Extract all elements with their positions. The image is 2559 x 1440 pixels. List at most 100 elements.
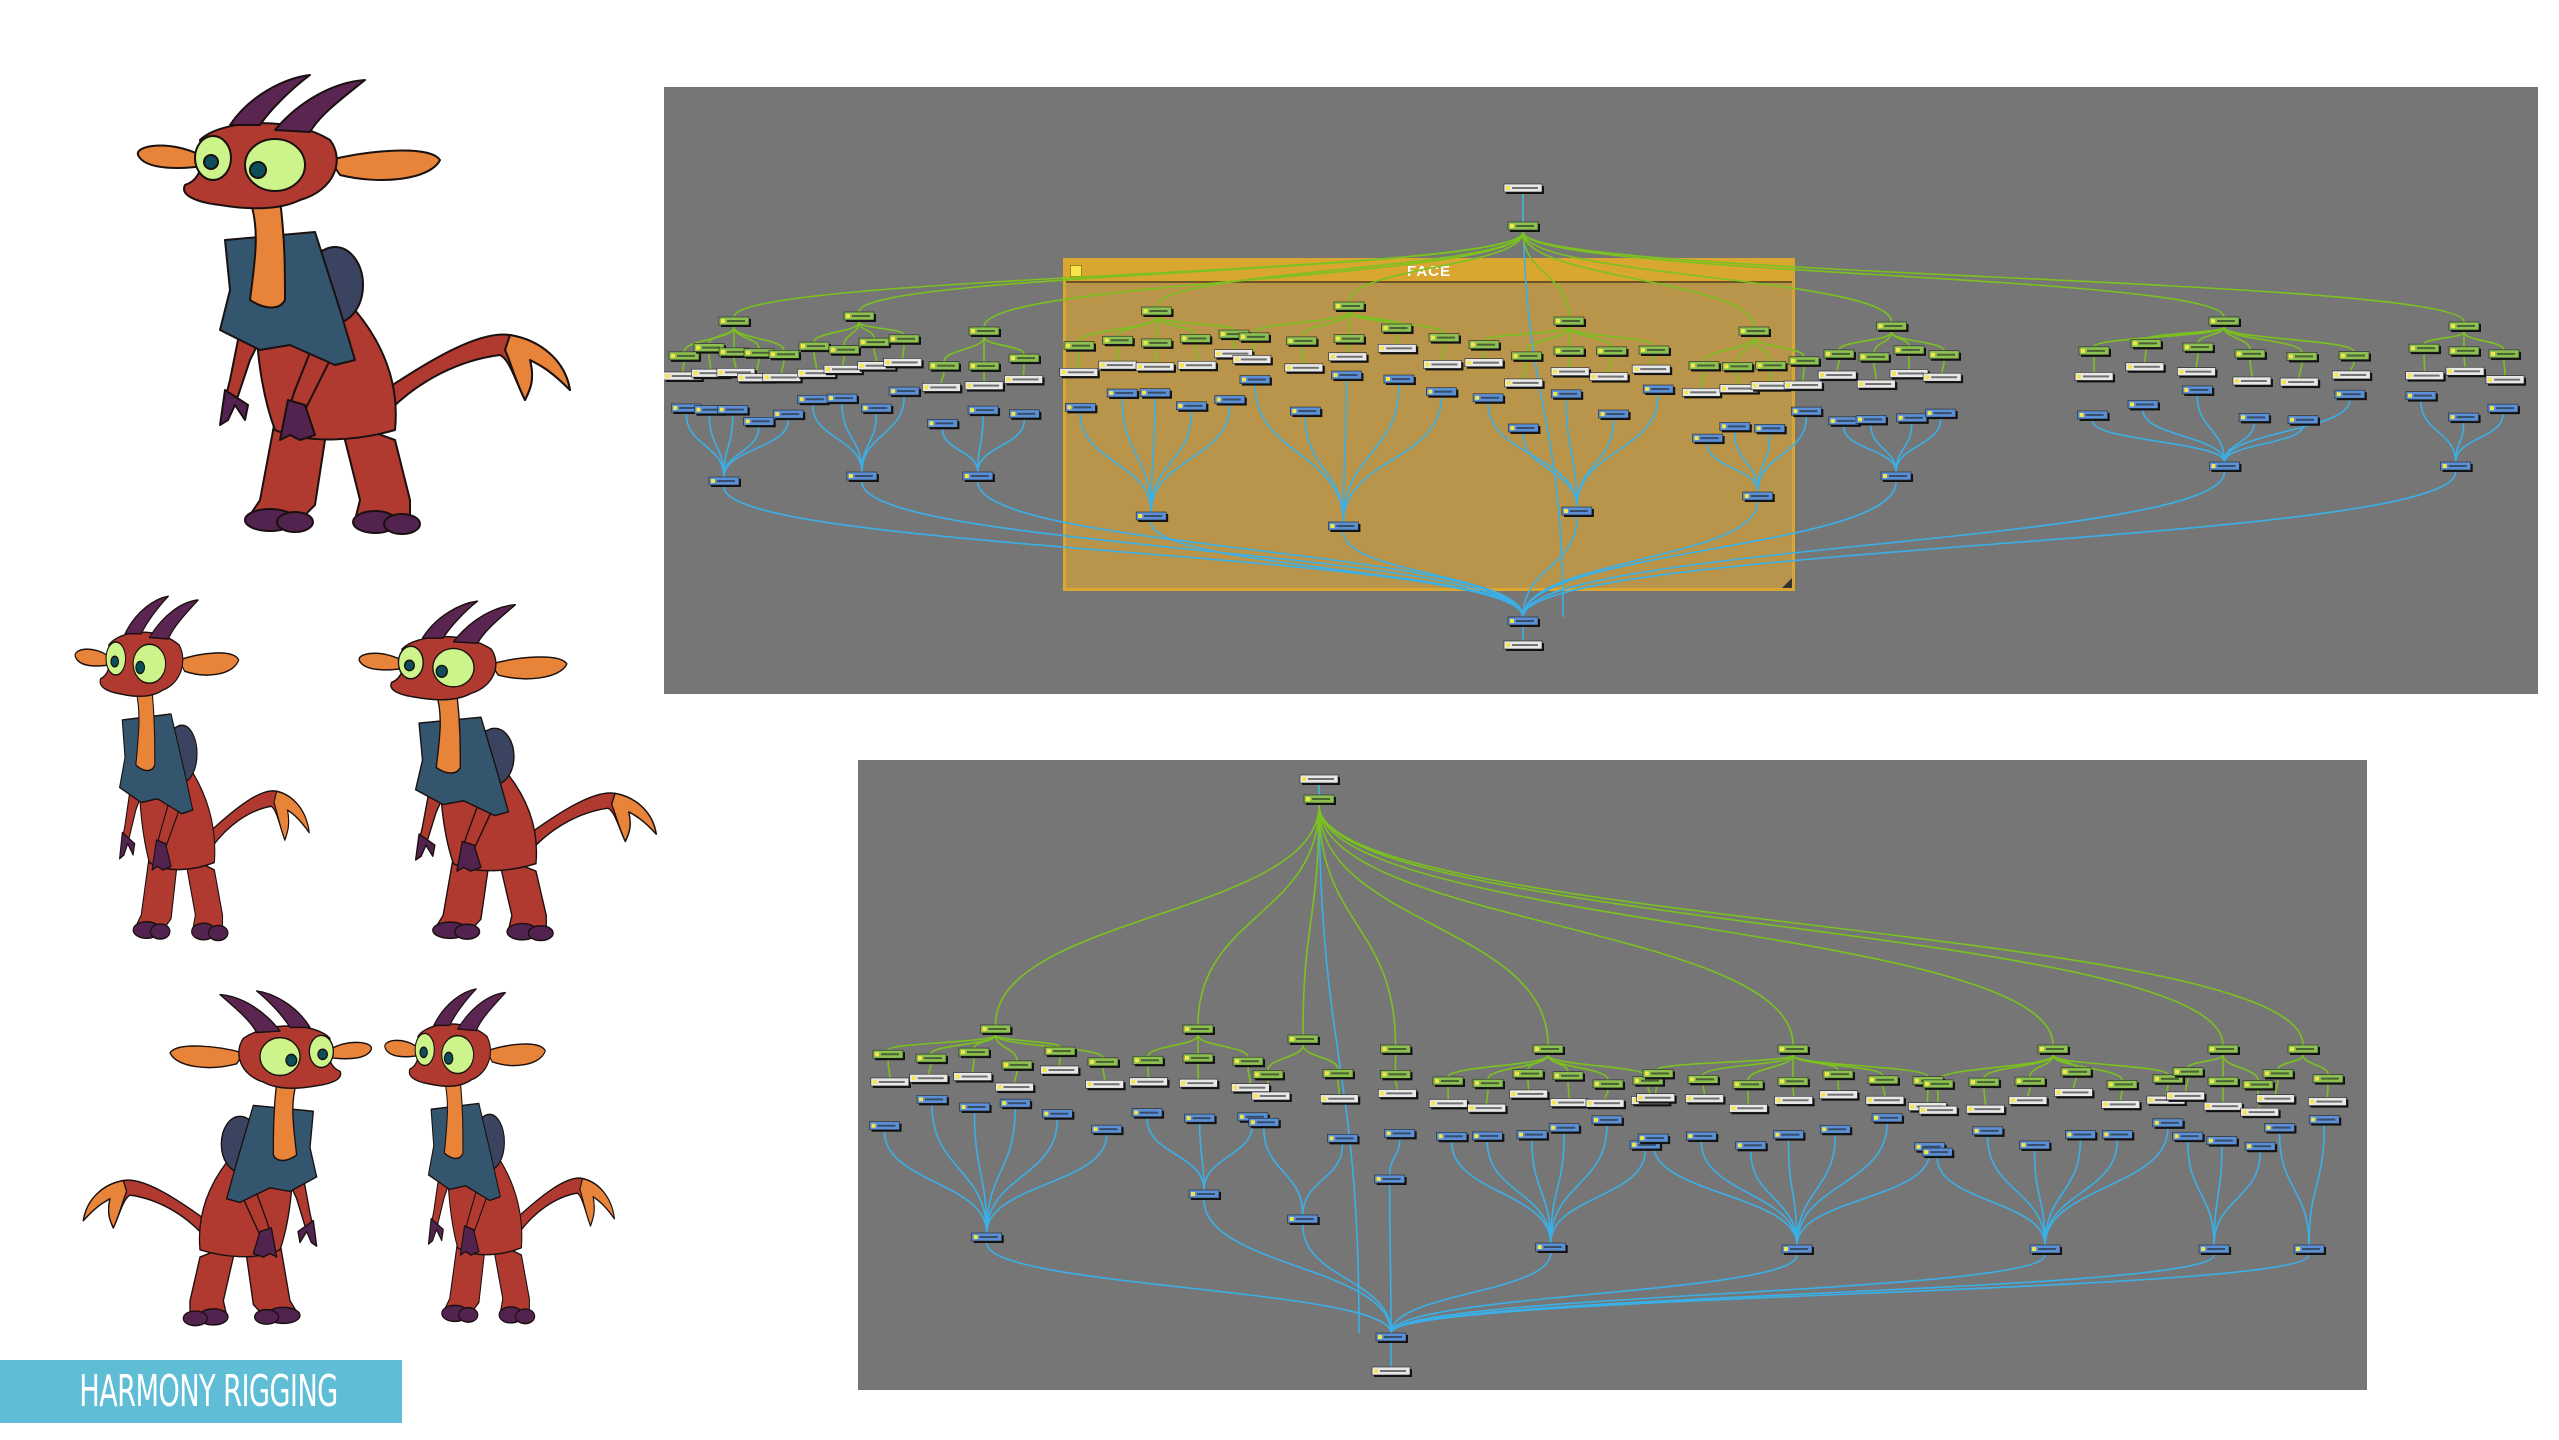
drawing-node[interactable]: [1791, 406, 1824, 418]
peg-node[interactable]: [2014, 1076, 2047, 1088]
drawing-node[interactable]: [846, 471, 879, 482]
composite-node[interactable]: [1328, 352, 1369, 363]
composite-node[interactable]: [1922, 372, 1964, 384]
peg-node[interactable]: [1732, 1080, 1765, 1091]
drawing-node[interactable]: [1327, 1134, 1360, 1145]
drawing-node[interactable]: [1692, 433, 1725, 445]
drawing-node[interactable]: [2172, 1131, 2205, 1143]
drawing-node[interactable]: [1819, 1124, 1853, 1136]
drawing-node[interactable]: [2244, 1141, 2278, 1153]
peg-node[interactable]: [1512, 1069, 1545, 1080]
composite-node[interactable]: [1918, 1105, 1960, 1117]
peg-node[interactable]: [2286, 352, 2319, 363]
drawing-node[interactable]: [2405, 391, 2438, 402]
composite-node[interactable]: [2008, 1096, 2049, 1107]
composite-node[interactable]: [1503, 183, 1544, 194]
peg-node[interactable]: [958, 1047, 991, 1059]
peg-node[interactable]: [1141, 306, 1174, 317]
peg-node[interactable]: [1252, 1070, 1285, 1081]
drawing-node[interactable]: [2127, 400, 2161, 411]
peg-node[interactable]: [1638, 345, 1671, 356]
composite-node[interactable]: [909, 1073, 950, 1085]
composite-node[interactable]: [1817, 370, 1859, 382]
peg-node[interactable]: [1755, 361, 1788, 372]
peg-node[interactable]: [1322, 1069, 1355, 1080]
drawing-node[interactable]: [2287, 415, 2321, 426]
drawing-node[interactable]: [1375, 1332, 1408, 1343]
drawing-node[interactable]: [1328, 521, 1361, 532]
composite-node[interactable]: [2074, 372, 2116, 383]
composite-node[interactable]: [2177, 367, 2218, 378]
composite-node[interactable]: [1504, 378, 1545, 389]
peg-node[interactable]: [980, 1024, 1013, 1035]
peg-node[interactable]: [1286, 336, 1319, 347]
peg-node[interactable]: [2207, 1076, 2240, 1088]
composite-node[interactable]: [1085, 1079, 1126, 1091]
drawing-node[interactable]: [1508, 423, 1541, 434]
drawing-node[interactable]: [1561, 506, 1594, 517]
composite-node[interactable]: [2125, 362, 2166, 373]
drawing-node[interactable]: [1637, 1133, 1671, 1145]
drawing-node[interactable]: [2065, 1130, 2098, 1141]
composite-node[interactable]: [2054, 1088, 2095, 1099]
drawing-node[interactable]: [971, 1232, 1004, 1243]
peg-node[interactable]: [1968, 1077, 2001, 1089]
composite-node[interactable]: [1423, 360, 1464, 371]
peg-node[interactable]: [1182, 1024, 1215, 1035]
composite-node[interactable]: [1774, 1095, 1815, 1107]
peg-node[interactable]: [2152, 1074, 2185, 1085]
peg-node[interactable]: [1182, 1053, 1215, 1064]
drawing-node[interactable]: [1436, 1131, 1469, 1143]
composite-node[interactable]: [1231, 1083, 1272, 1094]
drawing-node[interactable]: [1742, 491, 1775, 502]
drawing-node[interactable]: [1214, 395, 1247, 406]
peg-node[interactable]: [928, 361, 961, 372]
drawing-node[interactable]: [2293, 1244, 2327, 1255]
drawing-node[interactable]: [1176, 401, 1209, 412]
composite-node[interactable]: [1464, 358, 1505, 369]
peg-node[interactable]: [858, 337, 891, 349]
peg-node[interactable]: [1238, 332, 1271, 343]
drawing-node[interactable]: [1091, 1124, 1124, 1136]
composite-node[interactable]: [2445, 366, 2487, 378]
peg-node[interactable]: [2037, 1044, 2070, 1055]
drawing-node[interactable]: [743, 416, 776, 428]
peg-node[interactable]: [1232, 1056, 1265, 1068]
peg-node[interactable]: [1333, 301, 1366, 312]
drawing-node[interactable]: [1106, 388, 1140, 400]
peg-node[interactable]: [1592, 1079, 1625, 1090]
composite-node[interactable]: [2240, 1107, 2281, 1119]
composite-node[interactable]: [1585, 1098, 1627, 1110]
peg-node[interactable]: [2448, 321, 2481, 332]
drawing-node[interactable]: [1773, 1130, 1806, 1141]
composite-node[interactable]: [1856, 379, 1898, 391]
drawing-node[interactable]: [717, 405, 750, 416]
drawing-node[interactable]: [1290, 406, 1323, 418]
drawing-node[interactable]: [2209, 461, 2242, 472]
peg-node[interactable]: [2262, 1069, 2295, 1080]
drawing-node[interactable]: [1781, 1244, 1814, 1255]
peg-node[interactable]: [768, 350, 801, 361]
drawing-node[interactable]: [1248, 1117, 1281, 1129]
composite-node[interactable]: [2279, 377, 2321, 389]
peg-node[interactable]: [843, 311, 876, 322]
peg-node[interactable]: [2242, 1080, 2275, 1091]
drawing-node[interactable]: [1188, 1189, 1222, 1200]
peg-node[interactable]: [1738, 326, 1771, 337]
composite-node[interactable]: [1636, 1093, 1677, 1104]
peg-node[interactable]: [2408, 343, 2441, 355]
backdrop-resize-handle[interactable]: [1782, 578, 1792, 588]
peg-node[interactable]: [1722, 362, 1755, 373]
peg-node[interactable]: [1333, 334, 1366, 345]
peg-node[interactable]: [915, 1053, 948, 1065]
composite-node[interactable]: [883, 358, 924, 369]
peg-node[interactable]: [1822, 1069, 1855, 1081]
drawing-node[interactable]: [999, 1098, 1033, 1110]
drawing-node[interactable]: [1507, 616, 1540, 627]
drawing-node[interactable]: [1065, 403, 1098, 414]
peg-node[interactable]: [2338, 351, 2371, 362]
drawing-node[interactable]: [2152, 1118, 2185, 1129]
composite-node[interactable]: [995, 1082, 1036, 1094]
drawing-node[interactable]: [1009, 409, 1042, 420]
peg-node[interactable]: [2060, 1067, 2093, 1078]
